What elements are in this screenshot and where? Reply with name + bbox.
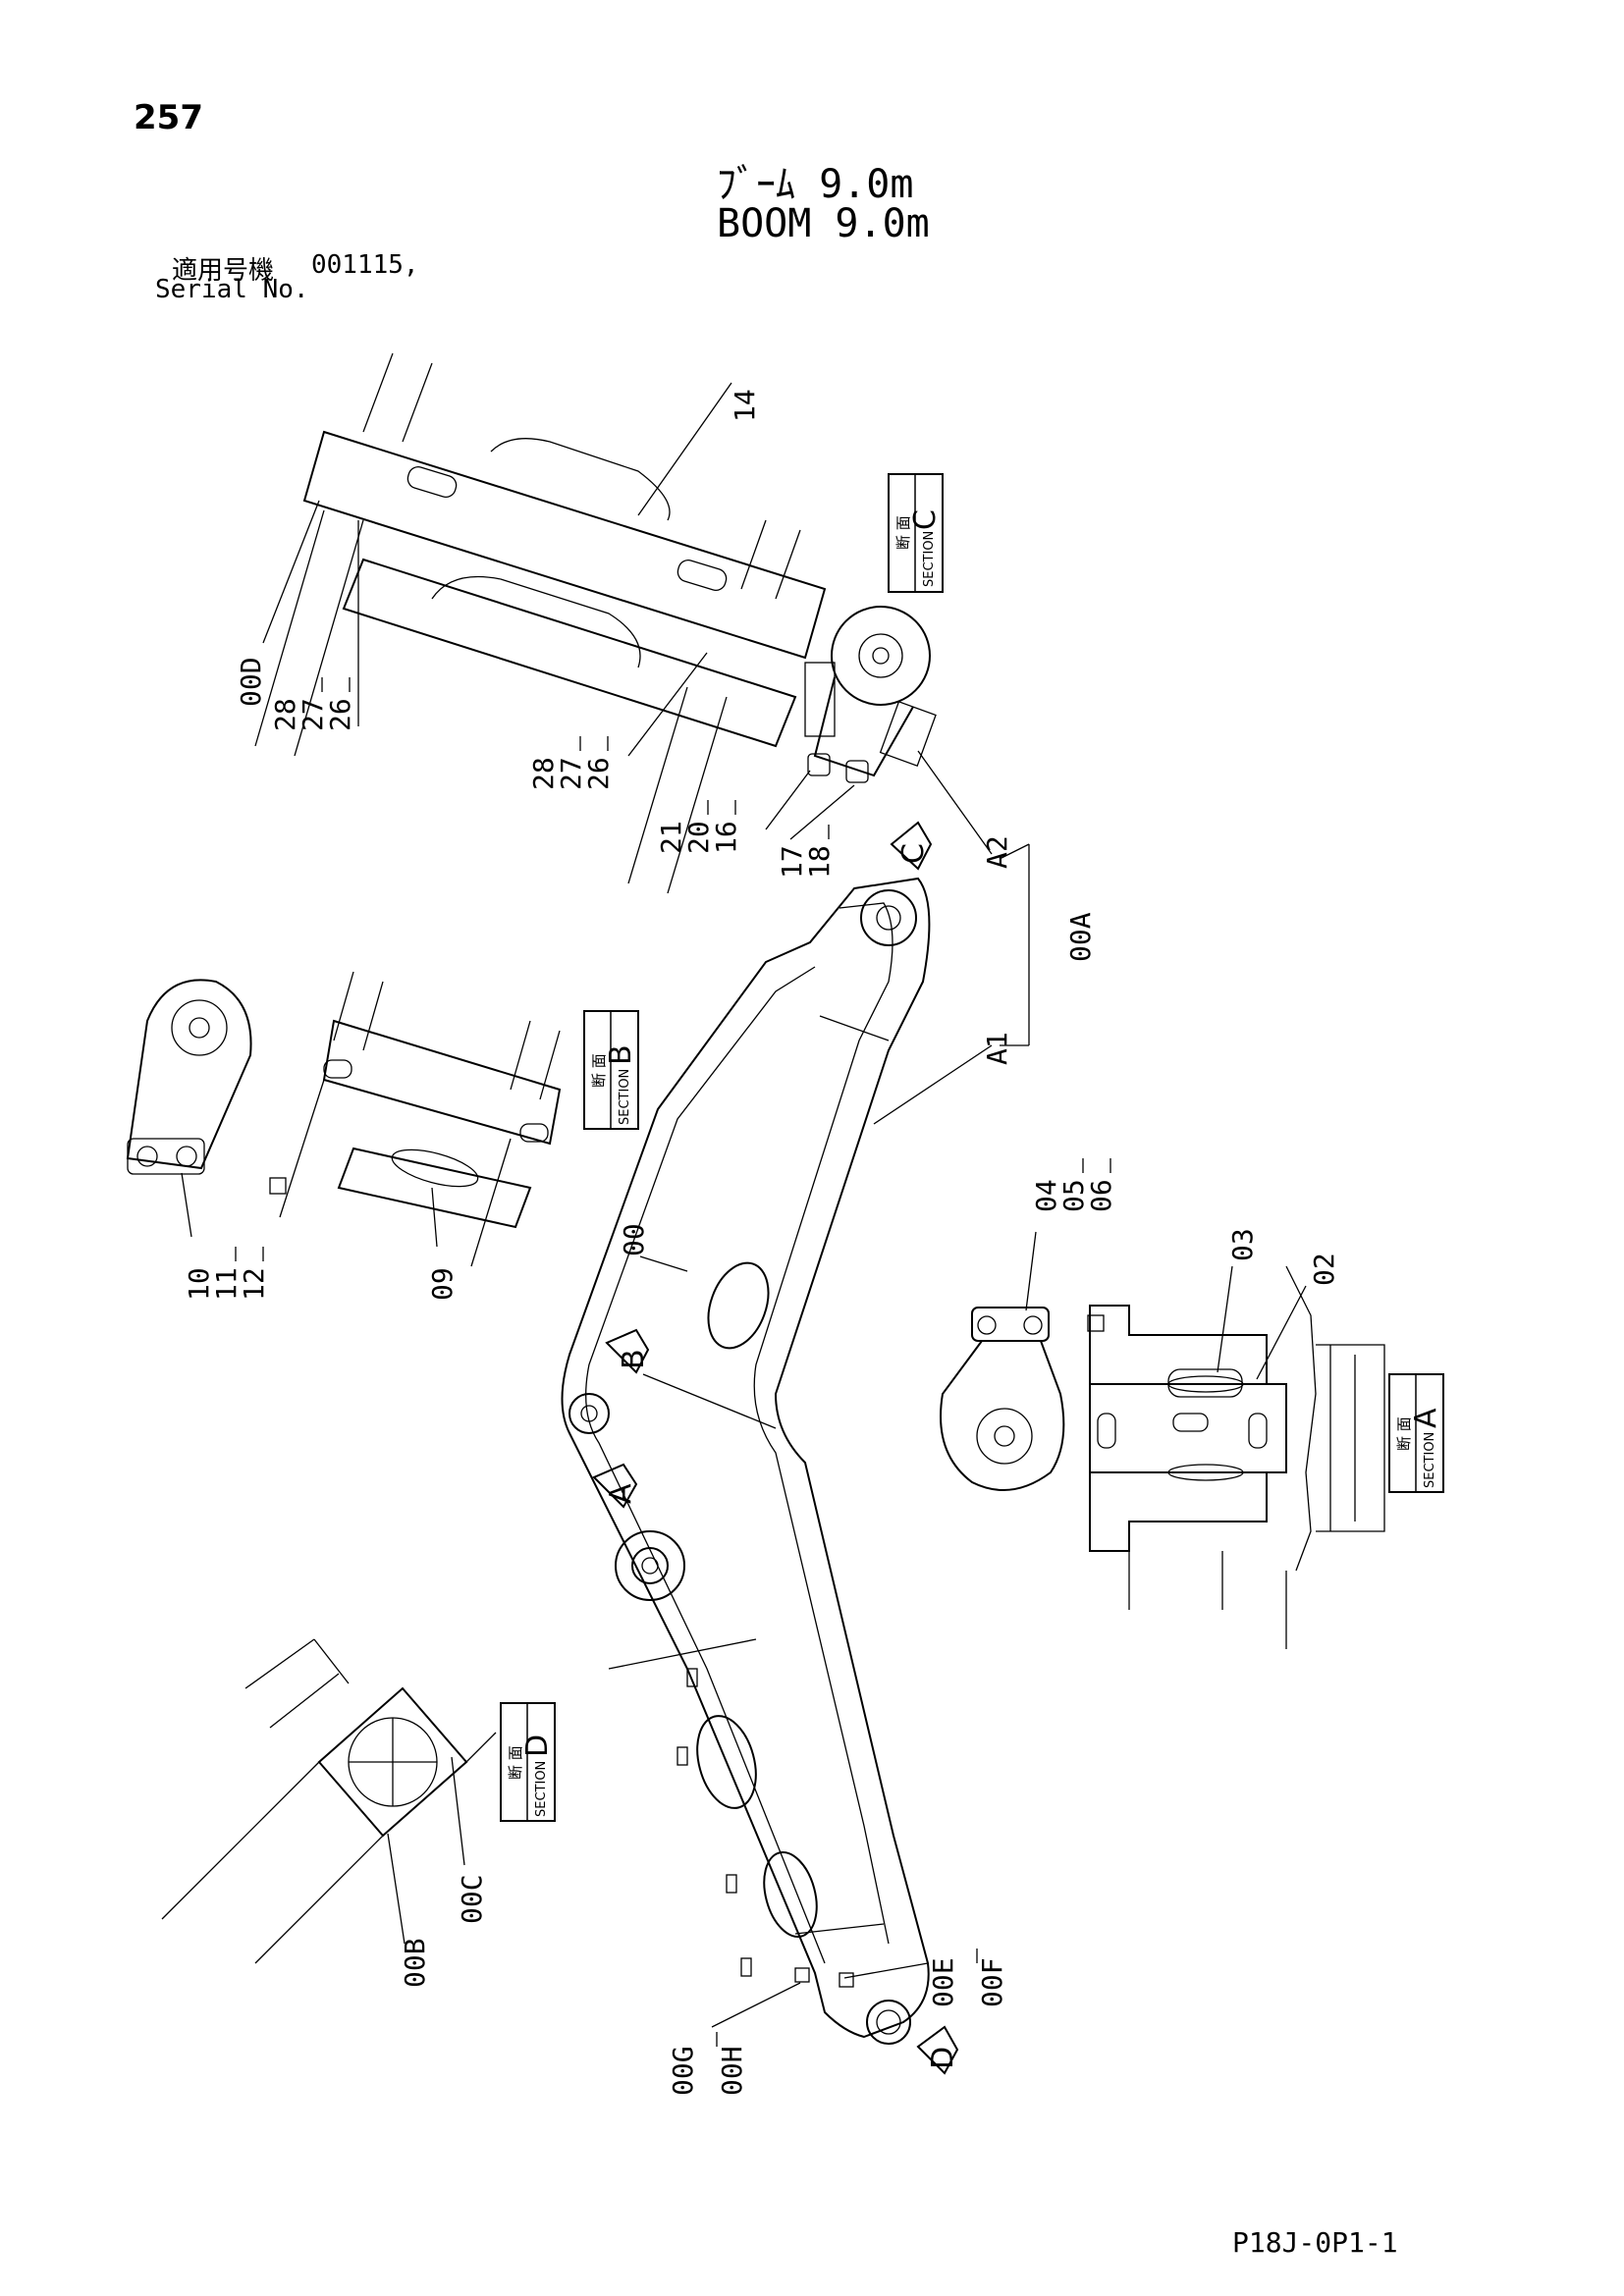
part-labels: 14 00D 28 27 26 28 27 26 21 20 16 17 18 … xyxy=(183,389,1340,2096)
part-label: 17 xyxy=(776,845,808,879)
section-label-c: 断 面 SECTION C xyxy=(888,473,944,593)
part-label: 04 xyxy=(1030,1179,1062,1212)
title-japanese: ﾌﾞｰﾑ 9.0m xyxy=(717,162,914,207)
svg-text:D: D xyxy=(926,2047,960,2069)
part-label: A1 xyxy=(981,1032,1013,1065)
section-box-en: SECTION xyxy=(1423,1432,1437,1488)
part-label: 26 xyxy=(324,698,356,731)
part-label: 20 xyxy=(682,821,715,854)
section-box-jp: 断 面 xyxy=(1395,1416,1413,1451)
part-label: 27 xyxy=(555,757,587,790)
leader-lines xyxy=(181,382,1307,2028)
part-label: 10 xyxy=(183,1267,215,1301)
section-label-b: 断 面 SECTION B xyxy=(583,1010,639,1130)
section-box-en: SECTION xyxy=(534,1761,549,1817)
part-label: 16 xyxy=(710,821,742,854)
svg-text:C: C xyxy=(896,843,931,864)
part-label: 11 xyxy=(210,1267,243,1301)
serial-label-japanese: 適用号機 xyxy=(172,256,275,286)
title-english: BOOM 9.0m xyxy=(717,201,930,246)
document-code: P18J-0P1-1 xyxy=(1232,2226,1398,2259)
section-box-en: SECTION xyxy=(618,1069,632,1125)
part-label-dashes xyxy=(235,677,1111,2047)
part-label: 00F xyxy=(976,1957,1008,2007)
page-number: 257 xyxy=(134,98,203,137)
part-label: 21 xyxy=(655,821,687,854)
part-label: 09 xyxy=(426,1267,459,1301)
part-label: 27 xyxy=(297,698,329,731)
section-box-jp: 断 面 xyxy=(507,1745,524,1780)
part-label: 00C xyxy=(456,1874,488,1924)
svg-text:A: A xyxy=(604,1483,638,1504)
serial-label-english: Serial No. xyxy=(155,275,309,304)
part-label: 14 xyxy=(729,389,761,422)
section-label-a: 断 面 SECTION A xyxy=(1388,1373,1444,1493)
part-label: 00B xyxy=(399,1938,431,1988)
section-box-en: SECTION xyxy=(922,531,937,587)
part-label: 28 xyxy=(527,757,560,790)
part-label: 06 xyxy=(1085,1179,1117,1212)
section-c-view xyxy=(254,352,937,894)
part-label: 18 xyxy=(803,845,836,879)
marker-d: D xyxy=(916,2025,960,2075)
part-label: 00G xyxy=(667,2046,699,2096)
section-letter-b: B xyxy=(604,1044,638,1065)
section-letter-a: A xyxy=(1409,1408,1443,1428)
part-label: 00A xyxy=(1064,912,1097,962)
section-b-view xyxy=(126,971,562,1267)
part-label: 02 xyxy=(1308,1253,1340,1286)
section-box-jp: 断 面 xyxy=(590,1053,608,1088)
section-d-view xyxy=(161,1638,497,1964)
marker-c: C xyxy=(890,821,933,871)
part-label: 03 xyxy=(1226,1228,1259,1261)
part-label: 00 xyxy=(618,1223,650,1256)
marker-b: B xyxy=(605,1328,651,1374)
part-label: 00H xyxy=(716,2046,748,2096)
part-label: 26 xyxy=(582,757,615,790)
part-label: 28 xyxy=(269,698,301,731)
part-label: A2 xyxy=(981,835,1013,869)
section-box-jp: 断 面 xyxy=(894,515,912,550)
marker-a: A xyxy=(592,1463,638,1509)
section-a-view xyxy=(940,1265,1385,1649)
section-label-d: 断 面 SECTION D xyxy=(500,1702,556,1822)
section-letter-c: C xyxy=(908,509,943,530)
boom-body xyxy=(561,877,931,2045)
section-letter-d: D xyxy=(520,1735,555,1757)
part-label: 12 xyxy=(238,1267,270,1301)
svg-text:B: B xyxy=(617,1349,651,1369)
part-label: 00E xyxy=(927,1957,959,2007)
serial-number-value: 001115, xyxy=(311,250,419,280)
part-label: 05 xyxy=(1057,1179,1090,1212)
part-label: 00D xyxy=(235,657,267,707)
